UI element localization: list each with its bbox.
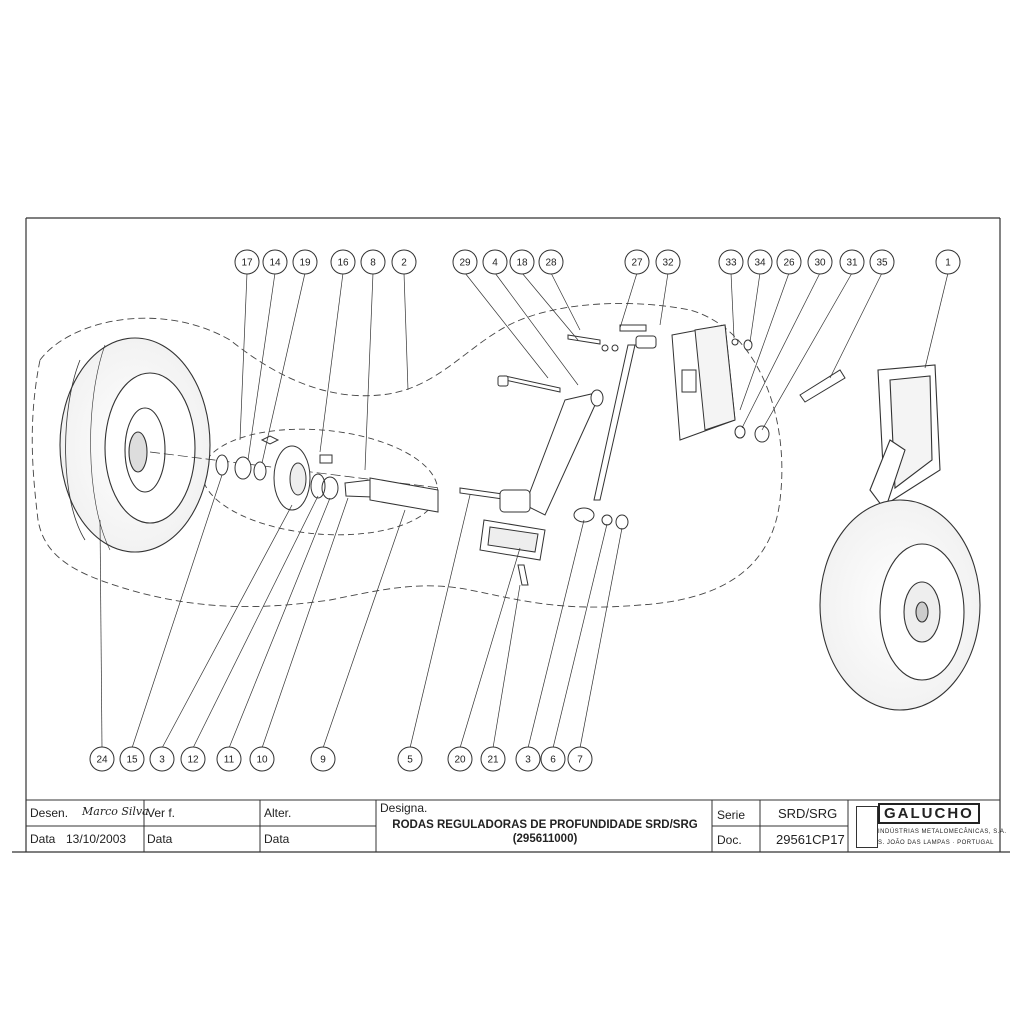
callout-top-number: 19 [299,258,311,269]
callout-top-balloon [452,249,478,275]
callout-top-balloon [234,249,260,275]
company-name: INDÚSTRIAS METALOMECÂNICAS, S.A. [878,829,1007,835]
arm-assembly [459,324,657,586]
callout-top-number: 30 [814,258,826,269]
callout-top-balloon [807,249,833,275]
drawing-title: RODAS REGULADORAS DE PROFUNDIDADE SRD/SR… [392,819,698,831]
callout-bottom-balloon [515,746,541,772]
callout-top-number: 4 [492,258,498,269]
callout-top-balloon [718,249,744,275]
callout-bottom-number: 15 [126,755,138,766]
callout-bottom-number: 9 [320,755,326,766]
left-tire [59,337,211,553]
callout-top-balloon [292,249,318,275]
alter-label: Alter. [264,806,292,820]
callout-top-balloon [538,249,564,275]
callout-bottom-balloon [89,746,115,772]
callout-bottom-balloon [216,746,242,772]
company-emblem-icon [856,806,878,848]
company-location: S. JOÃO DAS LAMPAS · PORTUGAL [878,840,994,846]
data-label-verif: Data [147,832,173,846]
callout-top-balloon [262,249,288,275]
callout-top-balloon [935,249,961,275]
callout-top-number: 31 [846,258,858,269]
callout-bottom-balloon [447,746,473,772]
callout-bottom-balloon [480,746,506,772]
callout-top-number: 26 [783,258,795,269]
callout-top-balloon [330,249,356,275]
verif-label: Ver f. [147,806,176,820]
callout-bottom-number: 11 [224,755,235,766]
drawing-frame [12,217,1010,853]
callout-bottom-number: 6 [550,755,556,766]
callout-top-number: 34 [754,258,766,269]
bracket [671,324,846,443]
callout-bottom-balloon [540,746,566,772]
callout-bottom-number: 10 [256,755,268,766]
callout-top-number: 17 [241,258,253,269]
callout-bottom-balloon [567,746,593,772]
callout-top-balloon [839,249,865,275]
serie-label: Serie [717,808,746,822]
callout-top-number: 29 [459,258,471,269]
data-label: Data [30,832,56,846]
callout-bottom-number: 5 [407,755,413,766]
callout-top-number: 35 [876,258,888,269]
callout-bottom-balloon [119,746,145,772]
data-label-alter: Data [264,832,290,846]
designa-label: Designa. [380,801,428,815]
callout-top-balloon [391,249,417,275]
callout-bottom-number: 7 [577,755,583,766]
callout-top-balloon [624,249,650,275]
callout-top-number: 28 [545,258,557,269]
callout-top-balloon [776,249,802,275]
serie-value: SRD/SRG [778,806,838,821]
callout-top-balloon [482,249,508,275]
callout-bottom-balloon [310,746,336,772]
callout-top-number: 8 [370,258,376,269]
callout-top-number: 33 [725,258,737,269]
callout-bottom-number: 3 [159,755,165,766]
leader-lines [99,272,949,749]
right-assembled-view [819,364,981,711]
doc-value: 29561CP17 [776,832,845,847]
hub-parts [149,435,441,513]
callout-top-number: 2 [401,258,407,269]
company-logo: GALUCHO [878,803,980,824]
callout-top-balloon [509,249,535,275]
callout-top-number: 18 [516,258,528,269]
callout-top-balloon [360,249,386,275]
callout-top-number: 27 [631,258,643,269]
callout-top-number: 32 [662,258,674,269]
callout-top-balloon [747,249,773,275]
callout-bottom-number: 24 [96,755,108,766]
callout-bottom-balloon [180,746,206,772]
desen-value: Marco Silva [82,805,149,818]
callout-bottom-balloon [149,746,175,772]
callout-bottom-number: 20 [454,755,466,766]
drawing-code: (295611000) [512,833,578,845]
callout-bottom-balloon [397,746,423,772]
callout-bottom-number: 3 [525,755,531,766]
callout-top-balloon [869,249,895,275]
desen-label: Desen. [30,806,69,820]
callout-bottom-number: 21 [487,755,499,766]
callout-top-number: 14 [269,258,281,269]
data-value: 13/10/2003 [66,832,127,846]
callout-top-number: 1 [945,258,951,269]
callout-bottom-balloon [249,746,275,772]
doc-label: Doc. [717,833,742,847]
callout-top-number: 16 [337,258,349,269]
callout-bottom-number: 12 [187,755,199,766]
callout-top-balloon [655,249,681,275]
